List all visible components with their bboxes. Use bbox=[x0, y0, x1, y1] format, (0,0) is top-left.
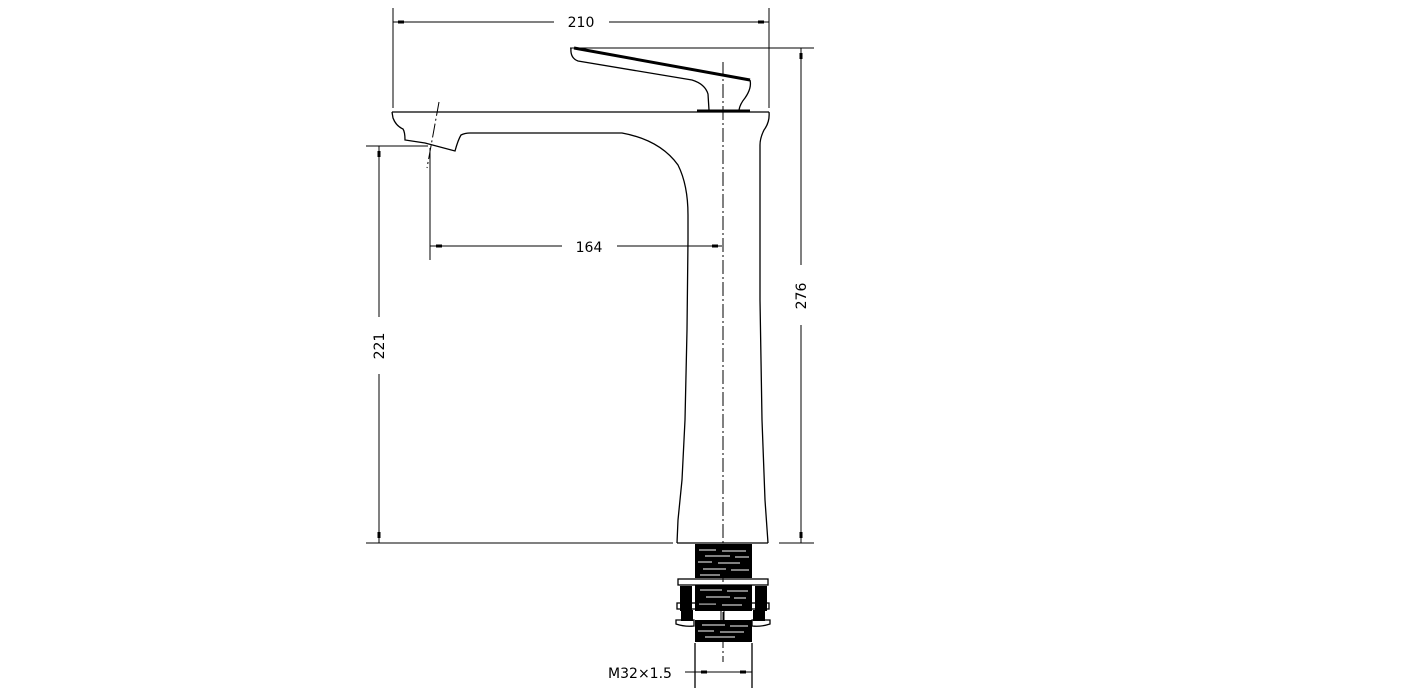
dimension-label-221: 221 bbox=[372, 333, 388, 360]
fixing-nut bbox=[675, 578, 771, 627]
lever-handle bbox=[570, 46, 752, 113]
dimension-overall-width: 210 bbox=[392, 8, 770, 108]
dimension-label-276: 276 bbox=[794, 283, 810, 310]
dimension-label-210: 210 bbox=[568, 15, 595, 31]
dimension-spout-reach: 164 bbox=[429, 148, 722, 260]
dimension-thread-size: M32×1.5 bbox=[608, 643, 753, 688]
dimension-label-thread: M32×1.5 bbox=[608, 666, 672, 682]
threaded-shank bbox=[695, 544, 752, 642]
dimension-label-164: 164 bbox=[576, 240, 603, 256]
dimension-overall-height: 276 bbox=[570, 47, 814, 544]
dimension-spout-height: 221 bbox=[366, 145, 673, 544]
faucet-body bbox=[391, 101, 770, 544]
